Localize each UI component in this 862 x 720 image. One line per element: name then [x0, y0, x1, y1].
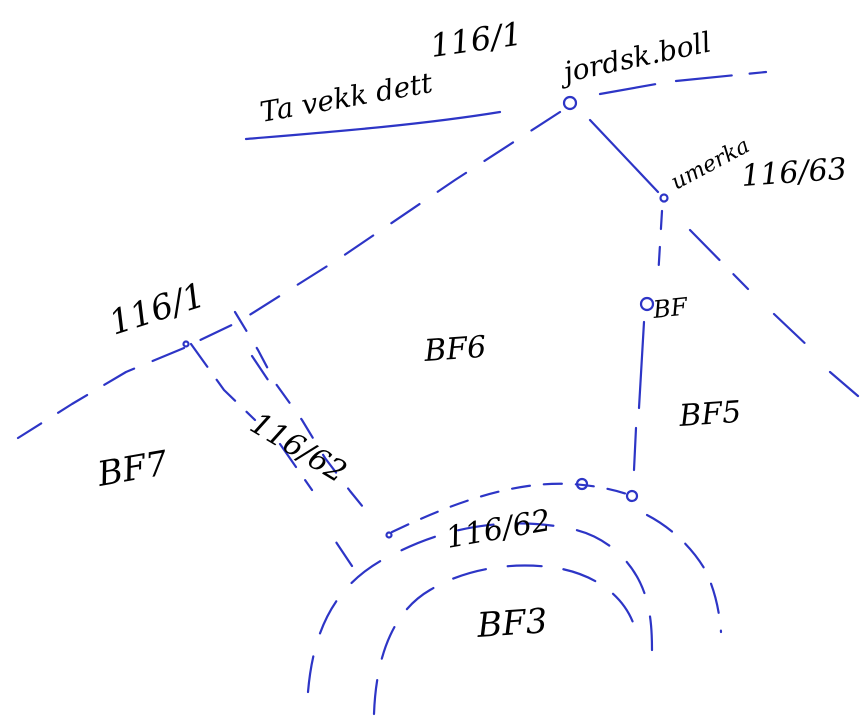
bf3-outer-arc [306, 522, 654, 694]
left-branch-lines [189, 342, 354, 568]
bf-to-lower-point-line [632, 320, 646, 472]
far-left-dashed-boundary [16, 346, 186, 440]
area-bf7-label: BF7 [94, 443, 171, 495]
parcel-top-center-label: 116/1 [428, 14, 525, 64]
jordsk-boll-marker [562, 95, 578, 111]
area-bf3-label: BF3 [475, 601, 549, 646]
parcel-left-label: 116/1 [104, 275, 210, 343]
umerka-to-bf-dashed-line [656, 209, 664, 280]
lower-right-dashed-curve [645, 513, 723, 634]
upper-right-dashed-boundary [598, 70, 768, 96]
jordsk-to-umerka-line [588, 118, 660, 194]
arc-left-end-marker [385, 531, 393, 539]
note-line-label: Ta vekk dett [257, 66, 435, 129]
bf-point-marker [639, 296, 655, 312]
note-underline [244, 110, 502, 141]
point-bf-label: BF [651, 292, 690, 324]
left-junction-marker [182, 340, 190, 348]
parcel-top-right-label: 116/63 [740, 152, 848, 194]
parcel-left-lower-label: 116/62 [244, 406, 352, 490]
parcel-bottom-label: 116/62 [443, 503, 553, 556]
umerka-marker [659, 193, 669, 203]
right-diagonal-dashed-boundary [688, 228, 860, 398]
arc-point-marker [575, 477, 589, 491]
lower-dashed-arc [390, 482, 632, 534]
bf6-left-dashed-edge [233, 310, 374, 520]
area-bf5-label: BF5 [677, 395, 742, 434]
area-bf6-label: BF6 [422, 330, 487, 369]
upper-left-dashed-boundary [190, 110, 562, 346]
bf3-inner-arc [372, 564, 638, 716]
lower-point-marker [625, 489, 639, 503]
ink-layer: 116/1 jordsk.boll Ta vekk dett umerka 11… [16, 14, 860, 716]
